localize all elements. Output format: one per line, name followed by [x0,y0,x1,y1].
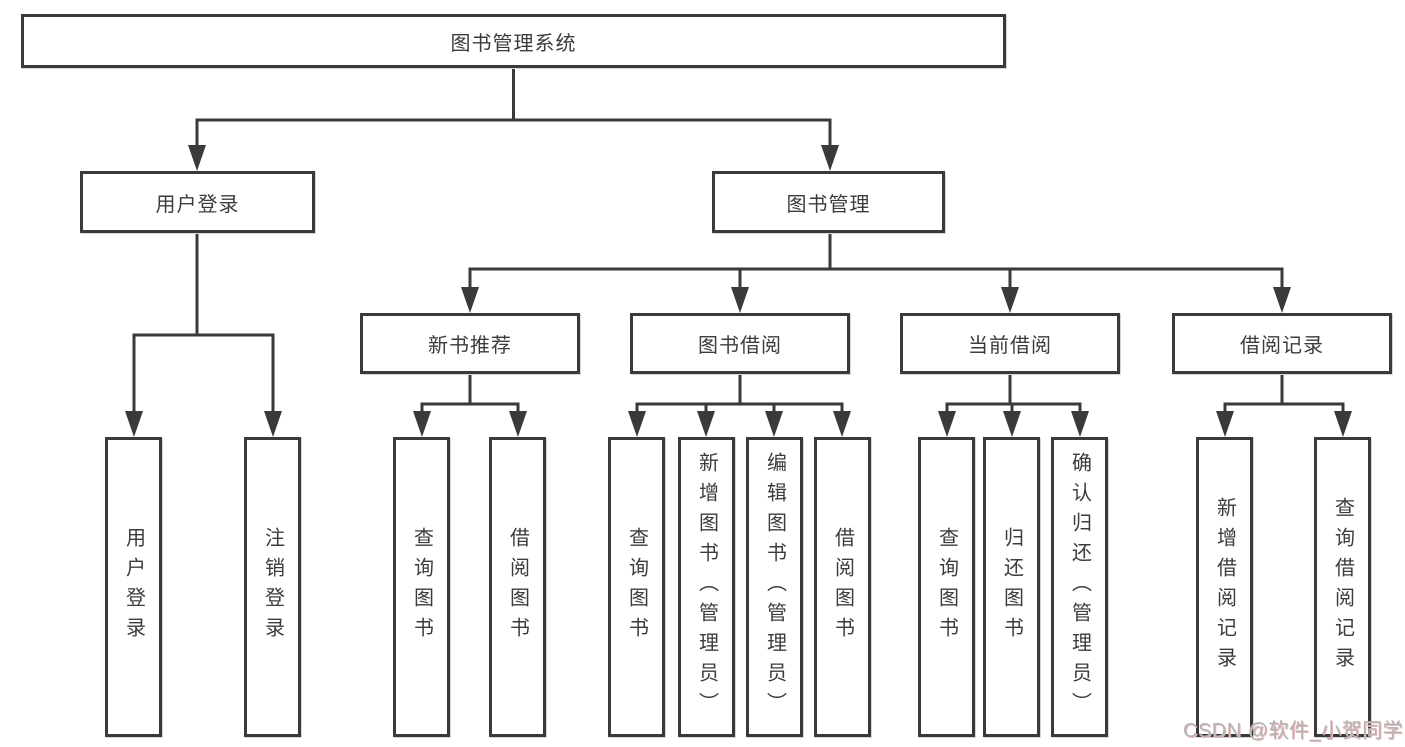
node-label: 归还图书 [1000,527,1023,647]
arrowhead [413,411,431,437]
arrowhead [1003,411,1021,437]
leaf-edit-books-admin: 编辑图书（管理员） [746,437,803,737]
connector-user-login-to-children [132,233,275,412]
node-label: 用户登录 [155,193,240,216]
arrowhead [938,411,956,437]
arrowhead [1001,287,1019,313]
node-current-borrowing: 当前借阅 [900,313,1120,374]
node-label: 图书管理系统 [450,32,577,55]
arrowhead [697,411,715,437]
arrowhead [264,411,282,437]
node-label: 确认归还（管理员） [1068,452,1091,722]
arrowhead [765,411,783,437]
leaf-user-login: 用户登录 [105,437,162,737]
node-label: 图书管理 [786,193,871,216]
leaf-return-books: 归还图书 [983,437,1040,737]
leaf-add-borrow-record: 新增借阅记录 [1196,437,1253,737]
node-book-management: 图书管理 [712,171,945,233]
csdn-watermark: CSDN @软件_小贺同学 [1183,720,1404,742]
arrowhead [461,287,479,313]
node-library-management-system: 图书管理系统 [21,14,1006,68]
node-label: 当前借阅 [968,335,1052,357]
leaf-add-books-admin: 新增图书（管理员） [678,437,735,737]
node-book-borrowing: 图书借阅 [630,313,850,374]
leaf-query-borrow-record: 查询借阅记录 [1314,437,1371,737]
arrowheads [125,145,1352,437]
node-label: 新增图书（管理员） [695,452,718,722]
node-label: 图书借阅 [698,335,782,357]
node-label: 新书推荐 [428,335,512,357]
leaf-recommend-borrow-books: 借阅图书 [489,437,546,737]
leaf-recommend-query-books: 查询图书 [393,437,450,737]
node-label: 借阅图书 [506,527,529,647]
node-borrowing-records: 借阅记录 [1172,313,1392,374]
arrowhead [731,287,749,313]
connector-new-books-to-children [420,374,520,412]
connector-current-to-children [945,374,1082,412]
leaf-current-query-books: 查询图书 [918,437,975,737]
leaf-borrow-books: 借阅图书 [814,437,871,737]
node-label: 查询借阅记录 [1331,497,1354,677]
node-label: 借阅记录 [1240,335,1324,357]
arrowhead [1071,411,1089,437]
connector-borrow-to-children [635,374,844,412]
arrowhead [509,411,527,437]
node-label: 编辑图书（管理员） [763,452,786,722]
node-new-book-recommendation: 新书推荐 [360,313,580,374]
node-label: 查询图书 [935,527,958,647]
node-label: 查询图书 [625,527,648,647]
node-label: 查询图书 [410,527,433,647]
arrowhead [1216,411,1234,437]
node-label: 新增借阅记录 [1213,497,1236,677]
node-user-login: 用户登录 [80,171,315,233]
arrowhead [1273,287,1291,313]
leaf-logout: 注销登录 [244,437,301,737]
arrowhead [821,145,839,171]
connector-records-to-children [1223,374,1345,412]
node-label: 借阅图书 [831,527,854,647]
leaf-confirm-return-admin: 确认归还（管理员） [1051,437,1108,737]
node-label: 注销登录 [261,527,284,647]
node-label: 用户登录 [122,527,145,647]
arrowhead [1334,411,1352,437]
connector-book-mgmt-to-children [468,233,1284,288]
arrowhead [188,145,206,171]
arrowhead [125,411,143,437]
arrowhead [833,411,851,437]
arrowhead [628,411,646,437]
leaf-borrow-query-books: 查询图书 [608,437,665,737]
connector-root-to-level2 [195,68,832,146]
